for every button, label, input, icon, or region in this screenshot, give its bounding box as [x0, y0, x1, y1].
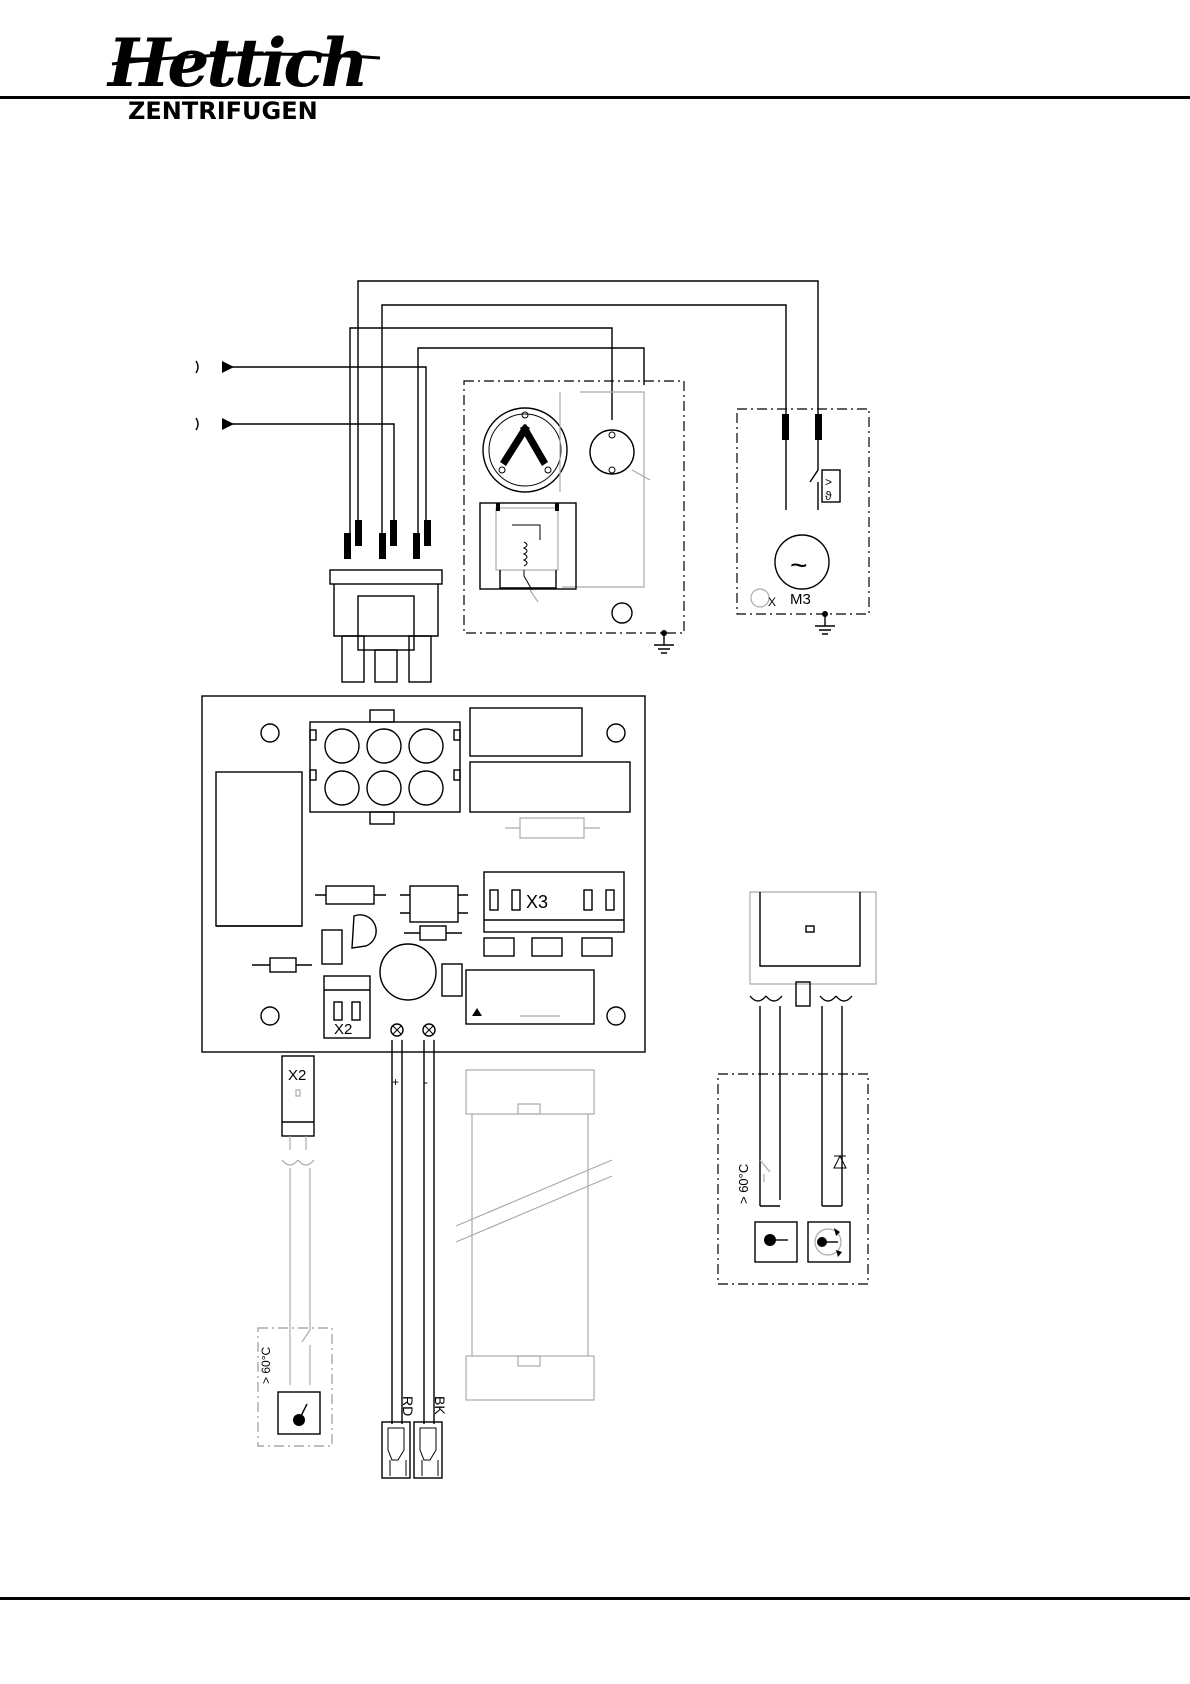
wire-red-label: RD [400, 1396, 416, 1416]
plug-housing [330, 570, 442, 682]
connector-x2-board: X2 [334, 1021, 352, 1038]
heating-element [456, 1070, 612, 1400]
motor-tilde: ~ [790, 549, 808, 582]
sensor-enclosure-right: > 60°C [718, 1074, 868, 1284]
lid-lock-assembly [464, 381, 684, 653]
top-wiring [196, 281, 818, 535]
sensor-plug-right [750, 892, 876, 1206]
thermo-switch-left: > 60°C [258, 1328, 332, 1446]
minus-sign: - [424, 1075, 428, 1089]
x2-cable: X2 [282, 1056, 314, 1385]
connector-x3: X3 [526, 892, 548, 912]
plus-sign: + [392, 1075, 399, 1089]
wire-black-label: BK [432, 1396, 448, 1415]
control-board: X2 X3 [202, 696, 645, 1052]
temp-label-left: > 60°C [259, 1347, 273, 1384]
motor-m3: > ϑ ~ M3 X [737, 409, 869, 634]
svg-text:>: > [825, 475, 832, 489]
power-leads: + - RD BK [382, 1040, 448, 1478]
svg-text:ϑ: ϑ [825, 489, 832, 503]
svg-text:X: X [768, 595, 776, 609]
motor-label: M3 [790, 591, 811, 608]
temp-label-right: > 60°C [736, 1164, 751, 1204]
connector-x2-cable: X2 [288, 1067, 306, 1084]
